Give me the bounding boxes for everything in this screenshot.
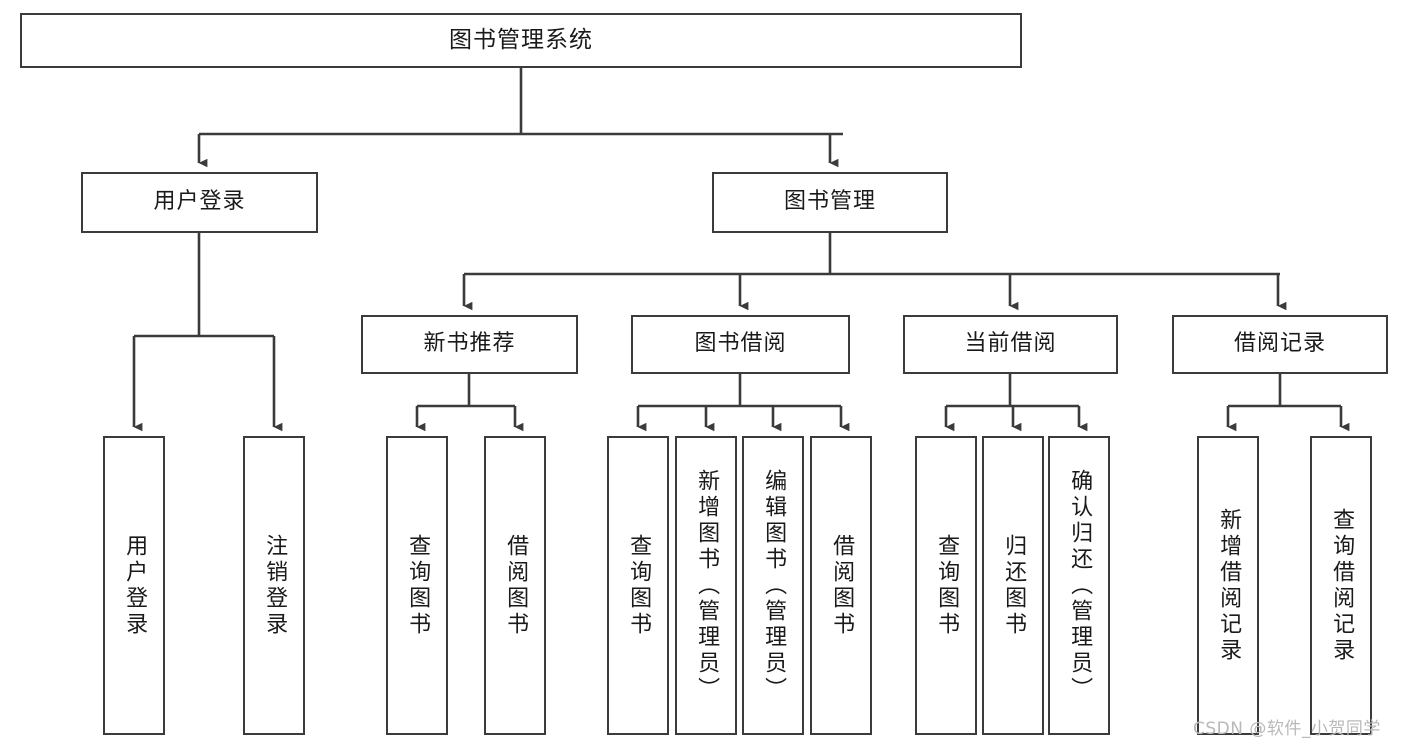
edges-bookmanage-to-level3 <box>462 233 1287 311</box>
edges-userlogin-to-leaves <box>132 233 283 432</box>
node-leaf-query-book-1[interactable]: 查询图书 <box>386 436 448 735</box>
node-leaf-confirm-return[interactable]: 确认归还（管理员） <box>1048 436 1110 735</box>
node-user-login[interactable]: 用户登录 <box>81 172 318 233</box>
node-borrow-record[interactable]: 借阅记录 <box>1172 315 1388 374</box>
node-book-borrow[interactable]: 图书借阅 <box>631 315 850 374</box>
edges-currentborrow-to-leaves <box>944 374 1088 432</box>
node-leaf-user-login[interactable]: 用户登录 <box>103 436 165 735</box>
node-leaf-add-record[interactable]: 新增借阅记录 <box>1197 436 1259 735</box>
node-leaf-return-book[interactable]: 归还图书 <box>982 436 1044 735</box>
node-leaf-borrow-book-2[interactable]: 借阅图书 <box>810 436 872 735</box>
edges-root-to-level2 <box>197 68 843 168</box>
node-leaf-query-record[interactable]: 查询借阅记录 <box>1310 436 1372 735</box>
node-new-book-recommend[interactable]: 新书推荐 <box>361 315 578 374</box>
watermark-text: CSDN @软件_小贺同学 <box>1193 719 1381 739</box>
node-leaf-logout[interactable]: 注销登录 <box>243 436 305 735</box>
node-leaf-edit-book[interactable]: 编辑图书（管理员） <box>742 436 804 735</box>
edges-newbook-to-leaves <box>415 374 524 432</box>
node-leaf-borrow-book-1[interactable]: 借阅图书 <box>484 436 546 735</box>
edges-borrowrecord-to-leaves <box>1226 374 1350 432</box>
edges-bookborrow-to-leaves <box>636 374 850 432</box>
node-book-manage[interactable]: 图书管理 <box>712 172 948 233</box>
node-leaf-query-book-3[interactable]: 查询图书 <box>915 436 977 735</box>
node-current-borrow[interactable]: 当前借阅 <box>903 315 1118 374</box>
node-leaf-add-book[interactable]: 新增图书（管理员） <box>675 436 737 735</box>
node-leaf-query-book-2[interactable]: 查询图书 <box>607 436 669 735</box>
node-root-system[interactable]: 图书管理系统 <box>20 13 1022 68</box>
